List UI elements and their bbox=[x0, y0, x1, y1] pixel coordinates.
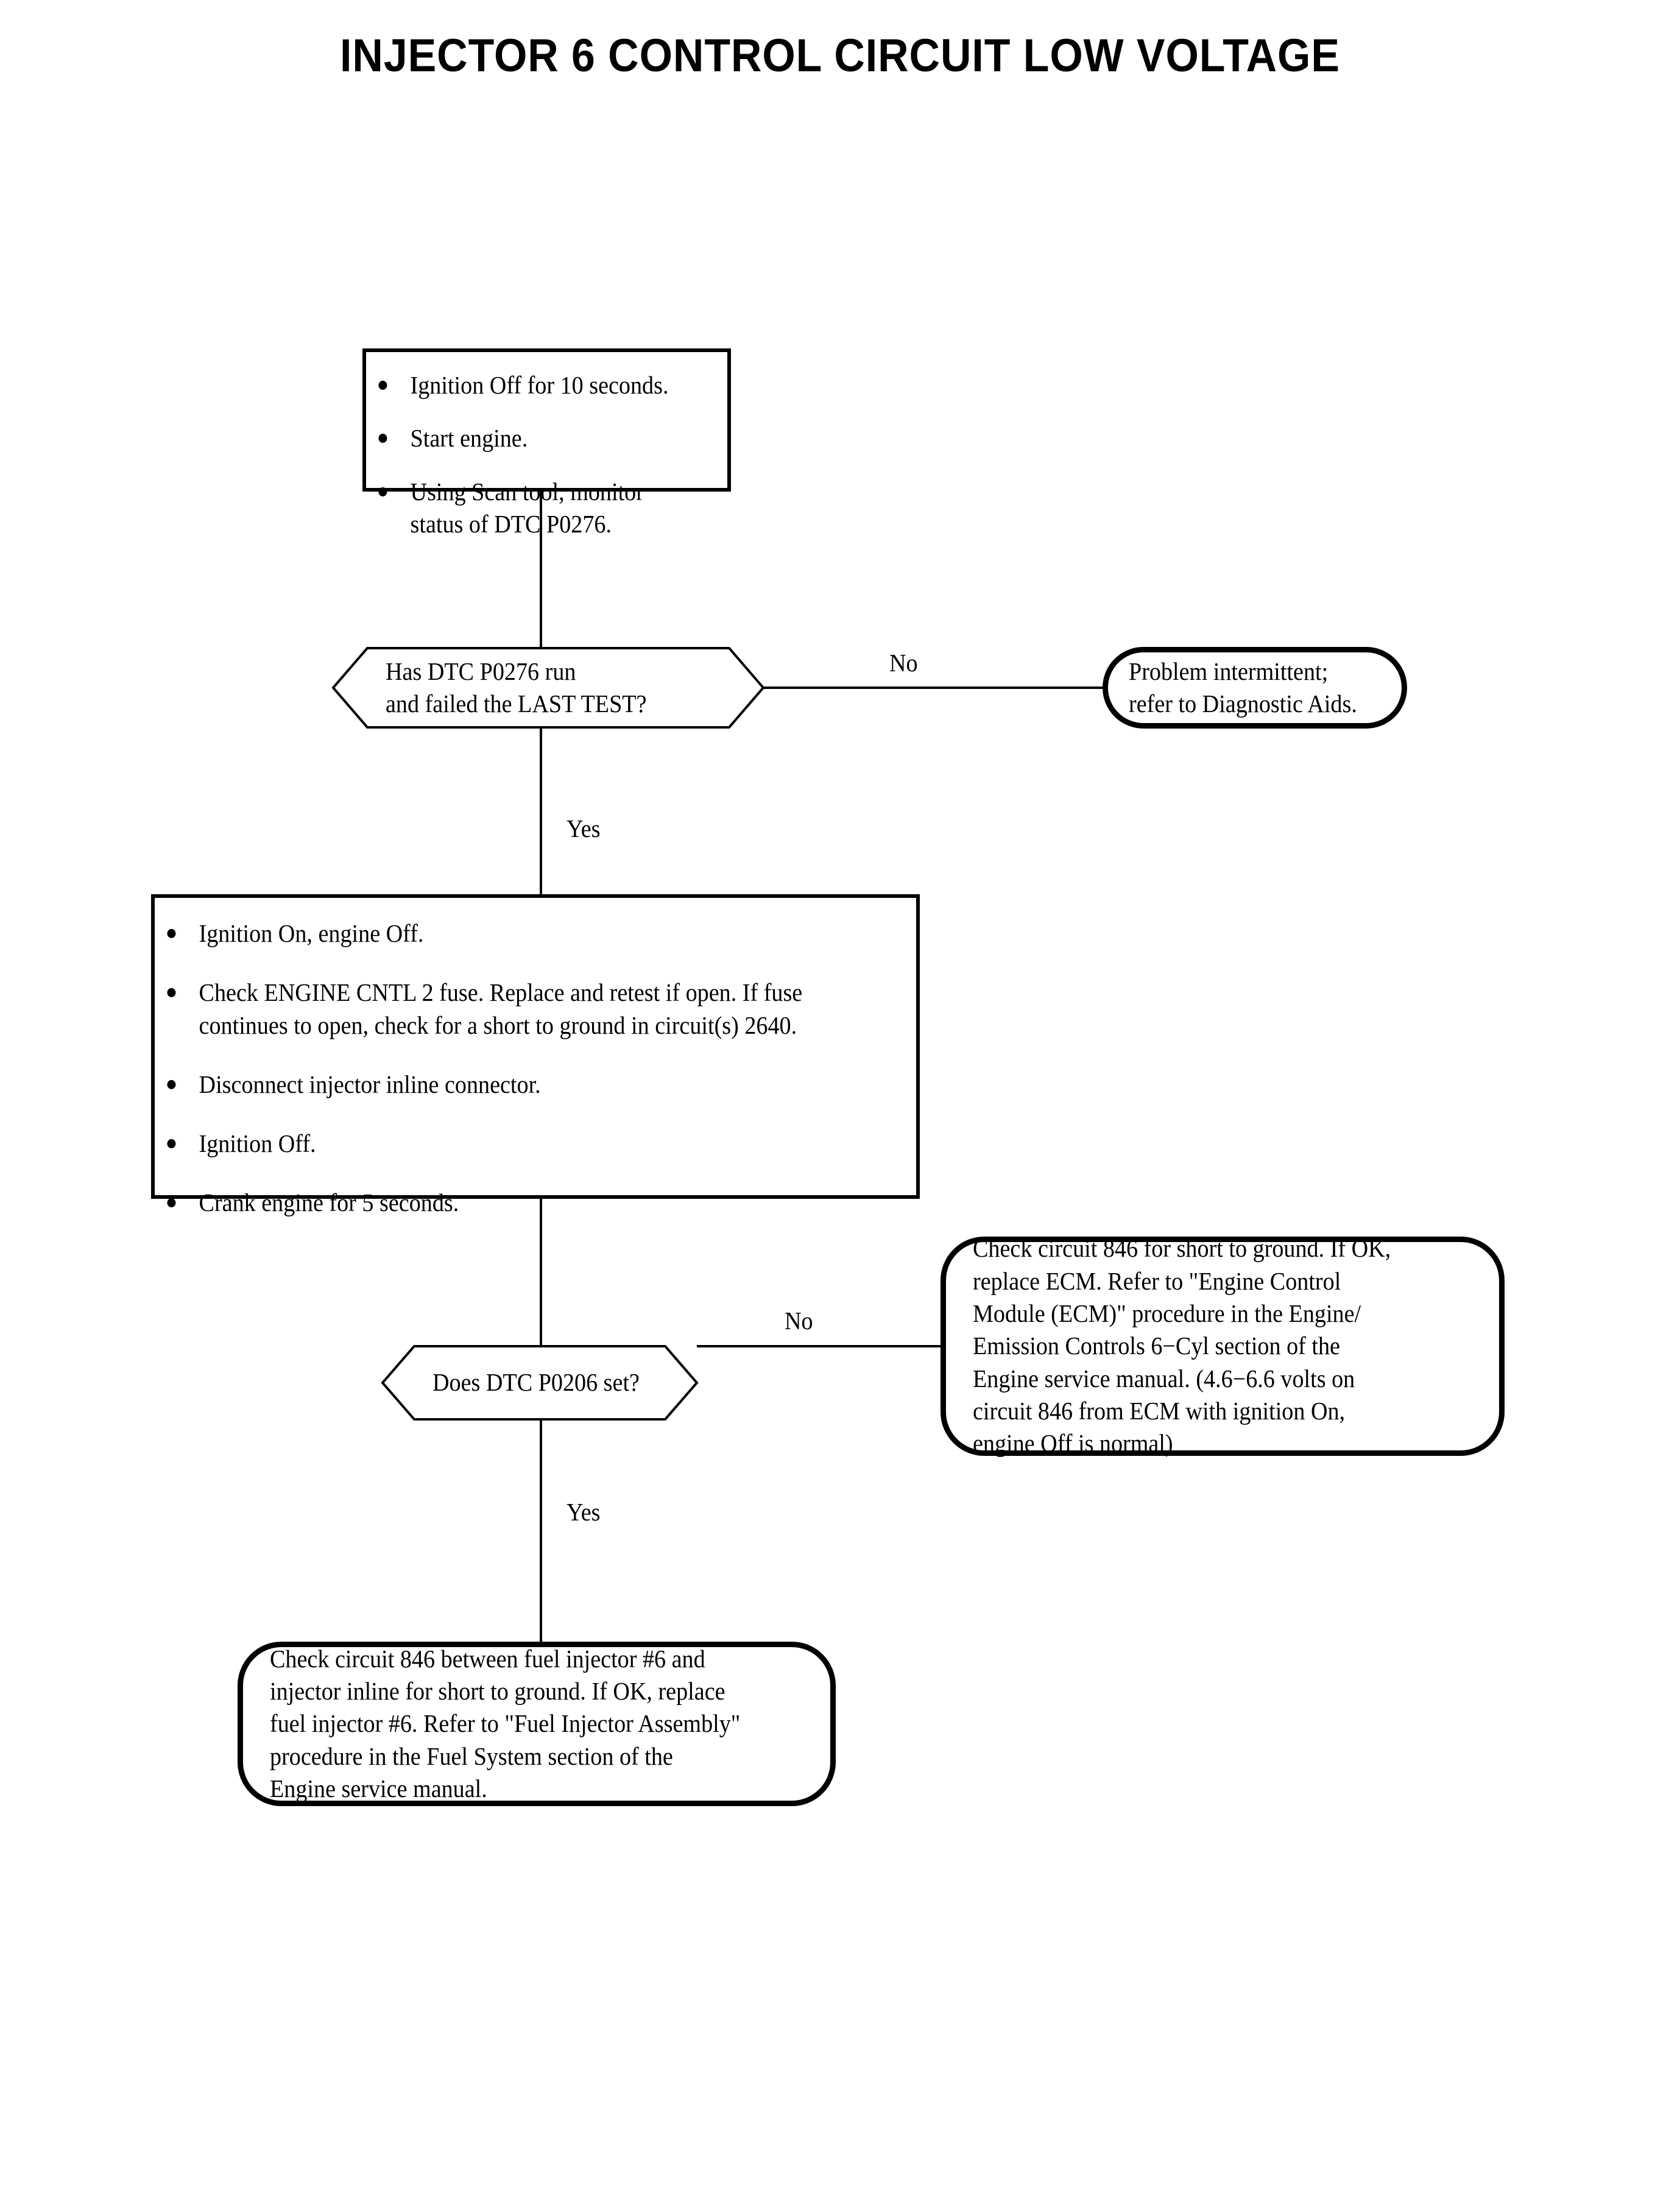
terminal2-line4: Emission Controls 6−Cyl section of the bbox=[973, 1332, 1340, 1360]
terminal-check-circuit-846-ecm: Check circuit 846 for short to ground. I… bbox=[941, 1234, 1505, 1457]
branch-label-yes-1: Yes bbox=[566, 814, 601, 842]
terminal-check-circuit-846-injector: Check circuit 846 between fuel injector … bbox=[238, 1642, 836, 1806]
connector-decision1-yes bbox=[540, 729, 542, 894]
terminal3-line3: fuel injector #6. Refer to "Fuel Injecto… bbox=[270, 1709, 741, 1738]
branch-label-no-2: No bbox=[785, 1307, 813, 1335]
process-box-step2: Ignition On, engine Off. Check ENGINE CN… bbox=[151, 894, 920, 1216]
connector-step2-to-decision2 bbox=[540, 1199, 542, 1347]
list-item: Disconnect injector inline connector. bbox=[155, 1068, 863, 1101]
decision2-line1: Does DTC P0206 set? bbox=[432, 1368, 640, 1397]
hexagon-shape bbox=[381, 1345, 699, 1421]
step2-bullet-list: Ignition On, engine Off. Check ENGINE CN… bbox=[155, 898, 916, 1220]
terminal3-line2: injector inline for short to ground. If … bbox=[270, 1677, 725, 1706]
terminal2-line6: circuit 846 from ECM with ignition On, bbox=[973, 1396, 1346, 1425]
list-item: Ignition On, engine Off. bbox=[155, 917, 863, 950]
terminal3-line5: Engine service manual. bbox=[270, 1774, 487, 1802]
list-item: Using Scan tool, monitor status of DTC P… bbox=[366, 476, 671, 541]
terminal1-line2: refer to Diagnostic Aids. bbox=[1129, 690, 1357, 718]
list-item: Ignition Off for 10 seconds. bbox=[366, 369, 702, 401]
connector-step1-to-decision1 bbox=[540, 491, 542, 647]
process-box-step1: Ignition Off for 10 seconds. Start engin… bbox=[362, 348, 731, 538]
list-item: Start engine. bbox=[366, 422, 702, 454]
list-item: Ignition Off. bbox=[155, 1128, 863, 1160]
terminal2-line1: Check circuit 846 for short to ground. I… bbox=[973, 1234, 1391, 1263]
decision1-line2: and failed the LAST TEST? bbox=[386, 690, 647, 718]
connector-decision2-no bbox=[697, 1345, 943, 1347]
page-title: INJECTOR 6 CONTROL CIRCUIT LOW VOLTAGE bbox=[340, 30, 1340, 82]
terminal-problem-intermittent: Problem intermittent; refer to Diagnosti… bbox=[1103, 647, 1407, 729]
decision1-line1: Has DTC P0276 run bbox=[386, 657, 576, 685]
step1-bullet-list: Ignition Off for 10 seconds. Start engin… bbox=[366, 352, 727, 540]
terminal2-text: Check circuit 846 for short to ground. I… bbox=[973, 1232, 1438, 1460]
list-item: Crank engine for 5 seconds. bbox=[155, 1187, 863, 1219]
decision2-label: Does DTC P0206 set? bbox=[381, 1345, 698, 1421]
terminal2-line5: Engine service manual. (4.6−6.6 volts on bbox=[973, 1364, 1355, 1393]
terminal2-line3: Module (ECM)" procedure in the Engine/ bbox=[973, 1299, 1361, 1328]
hexagon-shape bbox=[331, 647, 765, 729]
terminal3-line4: procedure in the Fuel System section of … bbox=[270, 1742, 673, 1770]
terminal2-line7: engine Off is normal) bbox=[973, 1429, 1173, 1458]
terminal1-line1: Problem intermittent; bbox=[1129, 657, 1329, 685]
decision-does-dtc-p0206-set: Does DTC P0206 set? bbox=[381, 1345, 699, 1421]
connector-decision2-yes bbox=[540, 1421, 542, 1642]
list-item: Check ENGINE CNTL 2 fuse. Replace and re… bbox=[155, 976, 856, 1042]
branch-label-no-1: No bbox=[889, 649, 918, 677]
decision-has-dtc-p0276-run: Has DTC P0276 run and failed the LAST TE… bbox=[331, 647, 765, 729]
terminal3-line1: Check circuit 846 between fuel injector … bbox=[270, 1644, 705, 1673]
connector-decision1-no bbox=[763, 687, 1104, 689]
terminal1-text: Problem intermittent; refer to Diagnosti… bbox=[1129, 655, 1363, 721]
branch-label-yes-2: Yes bbox=[566, 1498, 601, 1526]
decision1-label: Has DTC P0276 run and failed the LAST TE… bbox=[332, 647, 764, 729]
terminal2-line2: replace ECM. Refer to "Engine Control bbox=[973, 1266, 1341, 1295]
terminal3-text: Check circuit 846 between fuel injector … bbox=[270, 1643, 766, 1805]
